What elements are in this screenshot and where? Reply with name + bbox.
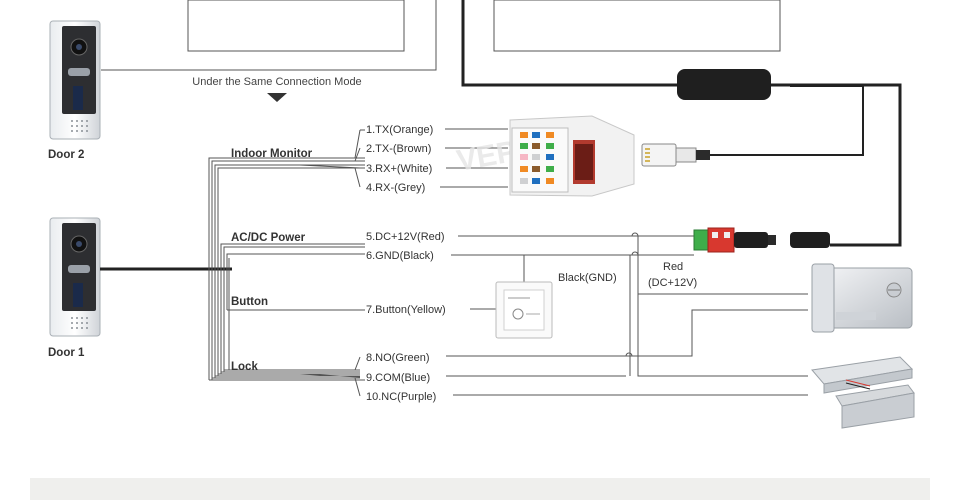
power-cable [771,83,902,247]
footer-band [30,478,930,500]
wire-label-3: 3.RX+(White) [366,163,432,175]
monitor-outline-right [493,0,781,52]
magnetic-lock [811,356,915,429]
dc12v-annotation: (DC+12V) [648,277,697,289]
wire-label-9: 9.COM(Blue) [366,372,430,384]
dc-power-connector [693,227,830,253]
wire-label-2: 2.TX-(Brown) [366,143,431,155]
red-annotation: Red [663,261,683,273]
rj45-plug [641,143,710,167]
monitor-fanout [299,129,365,397]
door-1-label: Door 1 [48,347,85,359]
door-2-panel [49,20,101,140]
keystone-jack [509,115,635,197]
lock-branches [523,232,808,377]
wire-label-10: 10.NC(Purple) [366,391,436,403]
monitor-leaders [440,128,508,188]
door-2-label: Door 2 [48,149,84,161]
wire-label-1: 1.TX(Orange) [366,124,433,136]
power-leaders [446,235,808,396]
electric-lock [811,263,913,333]
group-button: Button [231,296,268,308]
wire-label-6: 6.GND(Black) [366,250,434,262]
connection-mode-note: Under the Same Connection Mode [192,76,361,88]
wire-bundle [208,157,365,381]
group-power: AC/DC Power [231,232,306,244]
door-1-panel [49,217,101,337]
black-gnd-annotation: Black(GND) [558,272,617,284]
group-indoor-monitor: Indoor Monitor [231,148,313,160]
monitor-outline-left [101,0,437,71]
down-arrow-icon [267,93,287,102]
wire-label-4: 4.RX-(Grey) [366,182,425,194]
wire-label-8: 8.NO(Green) [366,352,430,364]
wire-label-5: 5.DC+12V(Red) [366,231,445,243]
main-cable [461,0,677,87]
exit-button [495,281,553,339]
group-lock: Lock [231,361,258,373]
wire-label-7: 7.Button(Yellow) [366,304,446,316]
ferrite-core [677,69,771,100]
